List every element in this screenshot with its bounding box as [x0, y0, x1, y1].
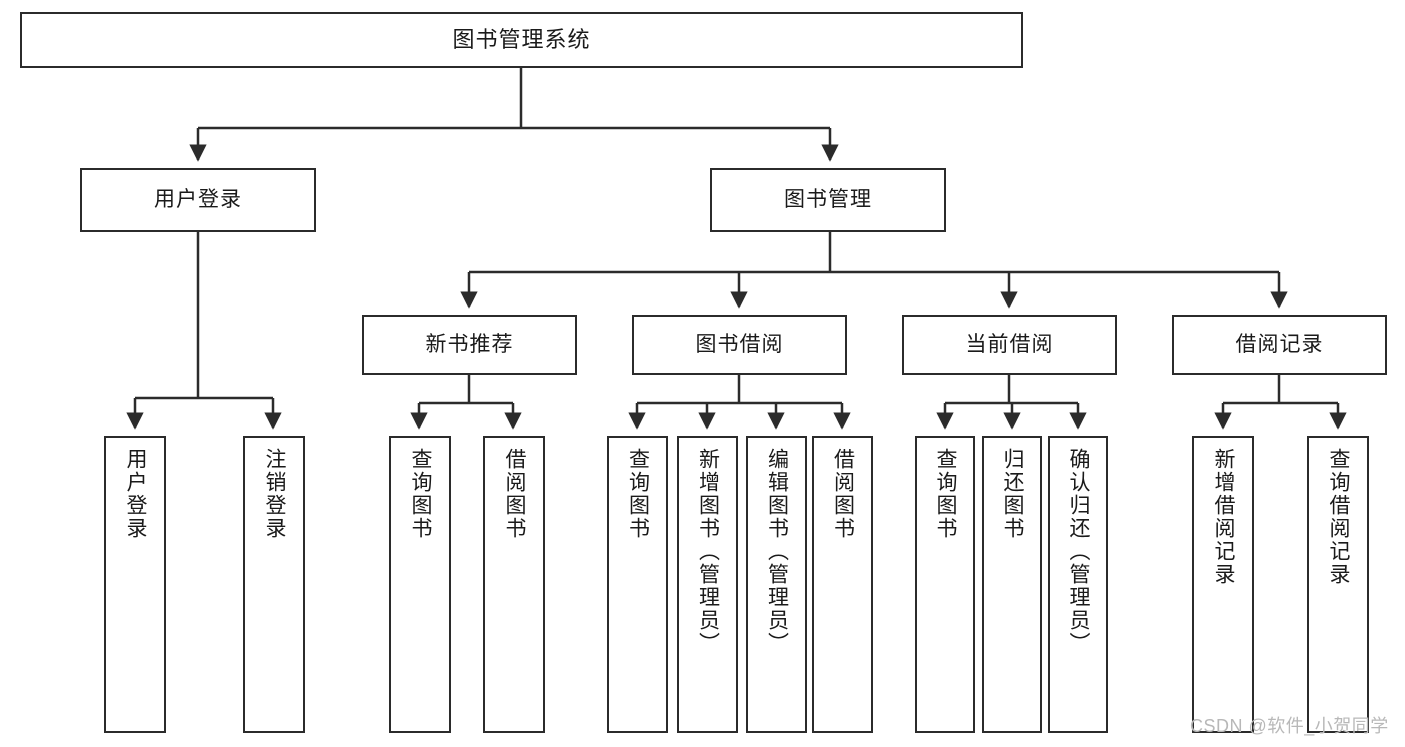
node-leaf-query-book-1[interactable]: 查询图书 [389, 436, 451, 733]
node-leaf-logout-login-label: 注销登录 [263, 448, 287, 540]
node-book-manage-label: 图书管理 [784, 188, 872, 212]
node-new-book-recommend[interactable]: 新书推荐 [362, 315, 577, 375]
node-current-borrow[interactable]: 当前借阅 [902, 315, 1117, 375]
node-leaf-confirm-return[interactable]: 确认归还（管理员） [1048, 436, 1108, 733]
node-leaf-add-record-label: 新增借阅记录 [1212, 448, 1236, 586]
node-leaf-user-login[interactable]: 用户登录 [104, 436, 166, 733]
node-root[interactable]: 图书管理系统 [20, 12, 1023, 68]
node-leaf-return-book-label: 归还图书 [1001, 448, 1025, 540]
node-book-borrow[interactable]: 图书借阅 [632, 315, 847, 375]
node-leaf-borrow-book-2[interactable]: 借阅图书 [812, 436, 873, 733]
node-leaf-borrow-book-2-label: 借阅图书 [831, 448, 855, 540]
node-user-login[interactable]: 用户登录 [80, 168, 316, 232]
node-leaf-add-book-label: 新增图书（管理员） [696, 448, 720, 655]
node-leaf-borrow-book-1[interactable]: 借阅图书 [483, 436, 545, 733]
node-leaf-logout-login[interactable]: 注销登录 [243, 436, 305, 733]
node-leaf-query-book-3-label: 查询图书 [934, 448, 958, 540]
node-current-borrow-label: 当前借阅 [965, 333, 1054, 357]
node-leaf-add-book[interactable]: 新增图书（管理员） [677, 436, 738, 733]
node-leaf-borrow-book-1-label: 借阅图书 [503, 448, 527, 540]
node-new-book-recommend-label: 新书推荐 [425, 333, 514, 357]
node-user-login-label: 用户登录 [154, 188, 242, 212]
node-leaf-return-book[interactable]: 归还图书 [982, 436, 1042, 733]
node-leaf-confirm-return-label: 确认归还（管理员） [1067, 448, 1091, 655]
node-leaf-query-record[interactable]: 查询借阅记录 [1307, 436, 1369, 733]
node-book-borrow-label: 图书借阅 [695, 333, 784, 357]
node-leaf-query-record-label: 查询借阅记录 [1327, 448, 1351, 586]
node-leaf-add-record[interactable]: 新增借阅记录 [1192, 436, 1254, 733]
node-leaf-query-book-2[interactable]: 查询图书 [607, 436, 668, 733]
node-leaf-query-book-1-label: 查询图书 [409, 448, 433, 540]
node-leaf-edit-book[interactable]: 编辑图书（管理员） [746, 436, 807, 733]
node-borrow-record-label: 借阅记录 [1235, 333, 1324, 357]
node-root-label: 图书管理系统 [452, 26, 591, 52]
node-borrow-record[interactable]: 借阅记录 [1172, 315, 1387, 375]
node-leaf-user-login-label: 用户登录 [124, 448, 148, 540]
csdn-watermark: CSDN @软件_小贺同学 [1190, 716, 1389, 736]
node-leaf-edit-book-label: 编辑图书（管理员） [765, 448, 789, 655]
node-book-manage[interactable]: 图书管理 [710, 168, 946, 232]
node-leaf-query-book-3[interactable]: 查询图书 [915, 436, 975, 733]
node-leaf-query-book-2-label: 查询图书 [626, 448, 650, 540]
